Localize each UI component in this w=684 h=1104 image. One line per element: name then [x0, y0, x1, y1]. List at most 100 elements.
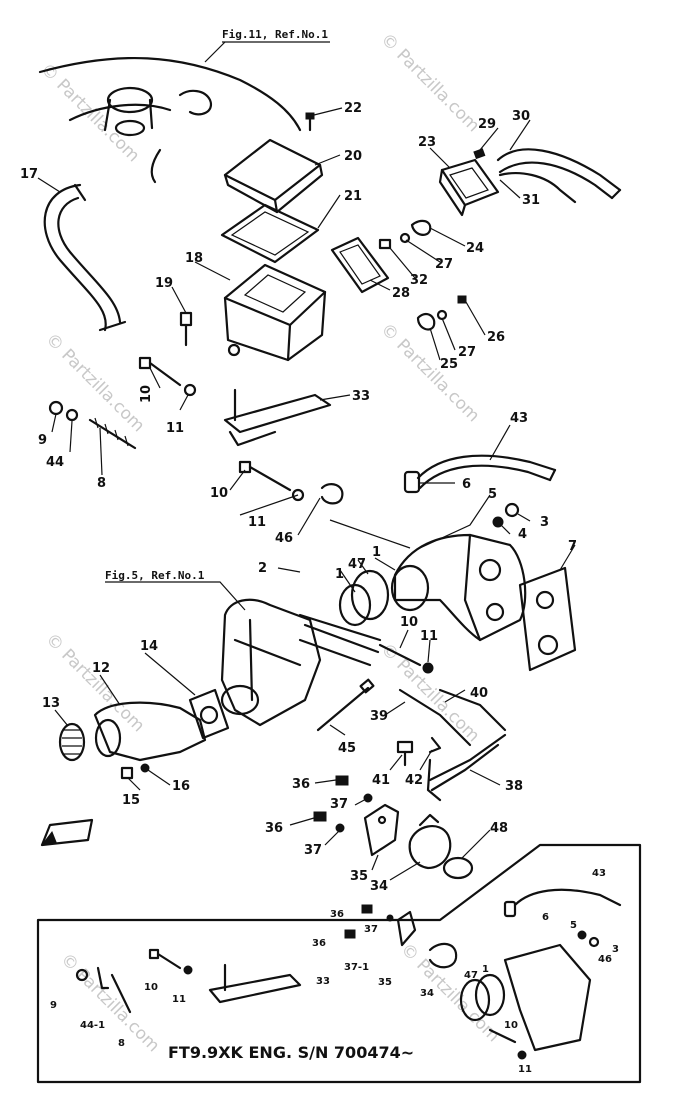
watermark: © Partzilla.com — [376, 29, 483, 136]
forward-arrow-icon — [40, 818, 94, 847]
callout-44: 44 — [46, 455, 64, 470]
callout-36: 36 — [265, 821, 283, 836]
filter-13 — [58, 722, 86, 762]
callout-17: 17 — [20, 167, 38, 182]
silencer-12 — [93, 701, 207, 762]
leader-lines — [37, 107, 576, 881]
gasket-28 — [330, 236, 390, 294]
callout-28: 28 — [392, 286, 410, 301]
reference-label-top: Fig.11, Ref.No.1 — [222, 28, 328, 41]
callout-10: 10 — [139, 385, 154, 403]
callout-18: 18 — [185, 251, 203, 266]
clip-46 — [320, 483, 344, 505]
gasket-7 — [518, 566, 577, 672]
callout-9: 9 — [50, 1000, 57, 1011]
hose-30-31 — [496, 148, 622, 204]
callout-43: 43 — [592, 868, 606, 879]
callout-39: 39 — [370, 709, 388, 724]
bolt-41 — [396, 740, 414, 767]
clamp-42 — [428, 736, 442, 754]
callout-11: 11 — [518, 1064, 532, 1075]
callout-10: 10 — [210, 486, 228, 501]
callout-37: 37 — [304, 843, 322, 858]
inset-parts — [75, 888, 622, 1060]
callout-10: 10 — [504, 1020, 518, 1031]
callout-1: 1 — [482, 964, 489, 975]
callout-12: 12 — [92, 661, 110, 676]
callout-11: 11 — [420, 629, 438, 644]
callout-22: 22 — [344, 101, 362, 116]
intake-manifold-1 — [390, 533, 527, 642]
callout-2: 2 — [258, 561, 267, 576]
bracket-35 — [363, 803, 400, 857]
gasket-21 — [220, 203, 320, 264]
callout-32: 32 — [410, 273, 428, 288]
screw-29 — [473, 148, 486, 160]
watermark: © Partzilla.com — [56, 949, 163, 1056]
reference-label-mid: Fig.5, Ref.No.1 — [105, 569, 205, 582]
callout-27: 27 — [458, 345, 476, 360]
bolt-10-mid — [378, 643, 434, 674]
callout-35: 35 — [350, 869, 368, 884]
watermark: © Partzilla.com — [41, 629, 148, 736]
screw-22 — [305, 112, 315, 132]
watermark: © Partzilla.com — [376, 319, 483, 426]
callout-30: 30 — [512, 109, 530, 124]
callout-37-1: 37-1 — [344, 962, 369, 973]
callout-42: 42 — [405, 773, 423, 788]
callout-36: 36 — [330, 909, 344, 920]
nut-3 — [504, 502, 520, 518]
solenoid-34 — [408, 813, 452, 870]
callout-11: 11 — [248, 515, 266, 530]
valve-reed-25 — [416, 312, 436, 331]
cap-48 — [442, 856, 474, 880]
callout-41: 41 — [372, 773, 390, 788]
stud-8 — [88, 417, 137, 450]
callout-44-1: 44-1 — [80, 1020, 105, 1031]
cowling-fragment — [38, 57, 302, 184]
callout-8: 8 — [97, 476, 106, 491]
hoses-38-39-40 — [398, 688, 507, 802]
callout-31: 31 — [522, 193, 540, 208]
watermarks: © Partzilla.com © Partzilla.com © Partzi… — [36, 29, 503, 1056]
callout-14: 14 — [140, 639, 158, 654]
callout-15: 15 — [122, 793, 140, 808]
callout-40: 40 — [470, 686, 488, 701]
callout-45: 45 — [338, 741, 356, 756]
callout-33: 33 — [316, 976, 330, 987]
bolt-45 — [316, 678, 375, 732]
callout-46: 46 — [598, 954, 612, 965]
cover-20 — [223, 138, 324, 214]
callout-6: 6 — [462, 477, 471, 492]
screw-19 — [179, 311, 193, 347]
watermark: © Partzilla.com — [376, 639, 483, 746]
callout-37: 37 — [330, 797, 348, 812]
callout-37: 37 — [364, 924, 378, 935]
callout-6: 6 — [542, 912, 549, 923]
callout-19: 19 — [155, 276, 173, 291]
callout-11: 11 — [166, 421, 184, 436]
callout-11: 11 — [172, 994, 186, 1005]
reference-leader — [105, 581, 246, 611]
bracket-33 — [223, 388, 332, 447]
callout-34: 34 — [370, 879, 388, 894]
callout-4: 4 — [518, 527, 527, 542]
callout-35: 35 — [378, 977, 392, 988]
screws-26-27-32 — [378, 232, 467, 321]
callout-33: 33 — [352, 389, 370, 404]
callout-5: 5 — [570, 920, 577, 931]
watermark: © Partzilla.com — [41, 329, 148, 436]
callout-3: 3 — [540, 515, 549, 530]
bolt-10-upper — [138, 356, 197, 397]
callout-8: 8 — [118, 1038, 125, 1049]
bolt-10-lower — [238, 460, 305, 502]
callouts: 22 20 21 18 19 17 23 29 30 31 24 27 32 2… — [20, 101, 619, 1075]
callout-36: 36 — [292, 777, 310, 792]
callout-5: 5 — [488, 487, 497, 502]
engine-serial-caption: FT9.9XK ENG. S/N 700474~ — [168, 1043, 414, 1062]
callout-24: 24 — [466, 241, 484, 256]
valve-body-23 — [438, 158, 500, 217]
callout-34: 34 — [420, 988, 434, 999]
